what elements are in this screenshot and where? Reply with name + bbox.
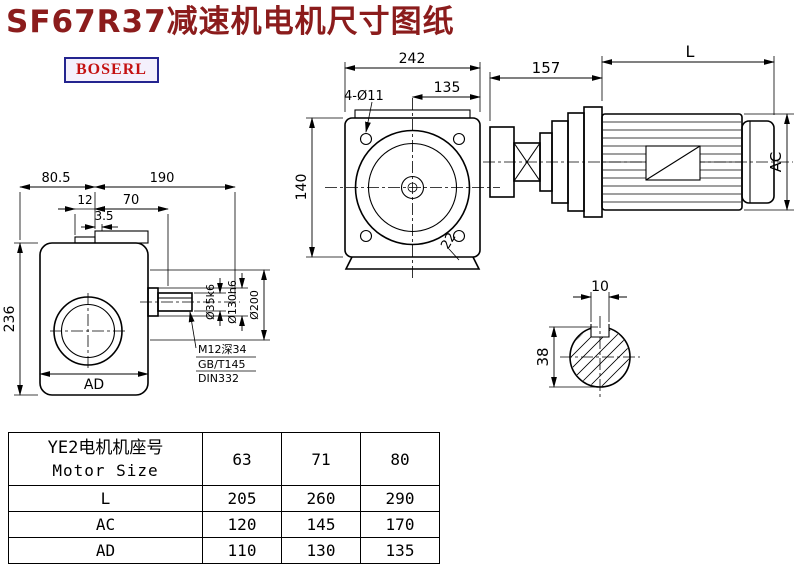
row-label-AD: AD [8,537,203,564]
bolt-hole [452,132,466,146]
svg-text:4-Ø11: 4-Ø11 [344,89,384,104]
svg-text:Ø35k6: Ø35k6 [204,284,217,320]
bolt-hole-note: 4-Ø11 [344,89,384,133]
svg-text:Ø200: Ø200 [248,290,261,320]
svg-text:12: 12 [77,193,92,207]
cell-L-63: 205 [202,485,282,512]
svg-text:190: 190 [150,171,175,186]
dim-135: 135 [411,80,481,100]
cell-L-80: 290 [360,485,440,512]
technical-drawing: 80.5 190 12 70 [2,42,794,400]
row-label-AC: AC [8,511,203,538]
dim-190: 190 [94,171,236,296]
dim-22: 22 [438,230,460,261]
dim-pilot-dia: Ø130h6 [158,273,248,331]
svg-text:80.5: 80.5 [42,171,71,186]
dim-242: 242 [344,51,481,112]
shaft-section-view: 10 38 [534,279,640,400]
bolt-hole [359,229,373,243]
svg-text:157: 157 [532,59,561,77]
svg-text:38: 38 [534,347,552,366]
size-column-80: 80 [360,432,440,486]
brand-logo: BOSERL [64,57,159,83]
page-title: SF67R37减速机电机尺寸图纸 [6,4,455,40]
side-view: 80.5 190 12 70 [2,171,270,396]
size-column-71: 71 [281,432,361,486]
cell-AD-80: 135 [360,537,440,564]
svg-text:22: 22 [438,230,459,252]
svg-text:236: 236 [2,306,18,333]
cell-AD-63: 110 [202,537,282,564]
bolt-hole [452,229,466,243]
svg-text:135: 135 [434,80,461,96]
dim-140: 140 [294,117,343,258]
dim-motor-width: AC [744,113,794,211]
header-label-en: Motor Size [52,461,159,480]
dim-70: 70 [94,193,169,286]
svg-text:AC: AC [767,152,785,172]
dim-shaft-dia: Ø35k6 [194,278,226,326]
dim-flange-dia: Ø200 [150,269,270,341]
svg-text:Ø130h6: Ø130h6 [226,280,239,324]
dim-shaft-diameter: 38 [534,326,598,388]
note-tap: M12深34 [198,343,247,356]
table-row-AD: AD 110 130 135 [8,537,440,564]
top-pad [94,230,149,244]
cell-AC-71: 145 [281,511,361,538]
top-step [74,236,96,244]
size-column-63: 63 [202,432,282,486]
dim-157: 157 [489,56,603,121]
svg-text:10: 10 [591,279,609,295]
dim-key-width: 10 [573,279,627,322]
svg-text:140: 140 [294,174,310,201]
cell-AD-71: 130 [281,537,361,564]
bolt-hole [359,132,373,146]
note-std2: DIN332 [198,372,239,385]
fan-cover [741,120,775,204]
dim-3-5: 3.5 [81,209,118,231]
dim-236: 236 [2,242,38,396]
motor-view: 157 L AC [483,42,794,218]
svg-text:L: L [686,42,695,61]
header-label-cn: YE2电机机座号 [47,438,164,458]
svg-text:3.5: 3.5 [94,209,113,223]
header-motor-size: YE2电机机座号 Motor Size [8,432,203,486]
spec-table: YE2电机机座号 Motor Size 63 71 80 L 205 260 2… [8,432,440,564]
table-header-row: YE2电机机座号 Motor Size 63 71 80 [8,432,440,486]
cell-AC-80: 170 [360,511,440,538]
table-row-AC: AC 120 145 170 [8,511,440,538]
dim-ad: AD [39,371,149,393]
svg-text:70: 70 [123,193,140,208]
note-std1: GB/T145 [198,358,246,371]
cell-AC-63: 120 [202,511,282,538]
front-view: 242 135 4-Ø11 140 22 [294,51,500,278]
shaft-end-notes: M12深34 GB/T145 DIN332 [188,311,256,385]
dim-motor-length: L [601,42,775,115]
table-row-L: L 205 260 290 [8,485,440,512]
svg-text:AD: AD [84,377,104,393]
cell-L-71: 260 [281,485,361,512]
svg-text:242: 242 [399,51,426,67]
row-label-L: L [8,485,203,512]
